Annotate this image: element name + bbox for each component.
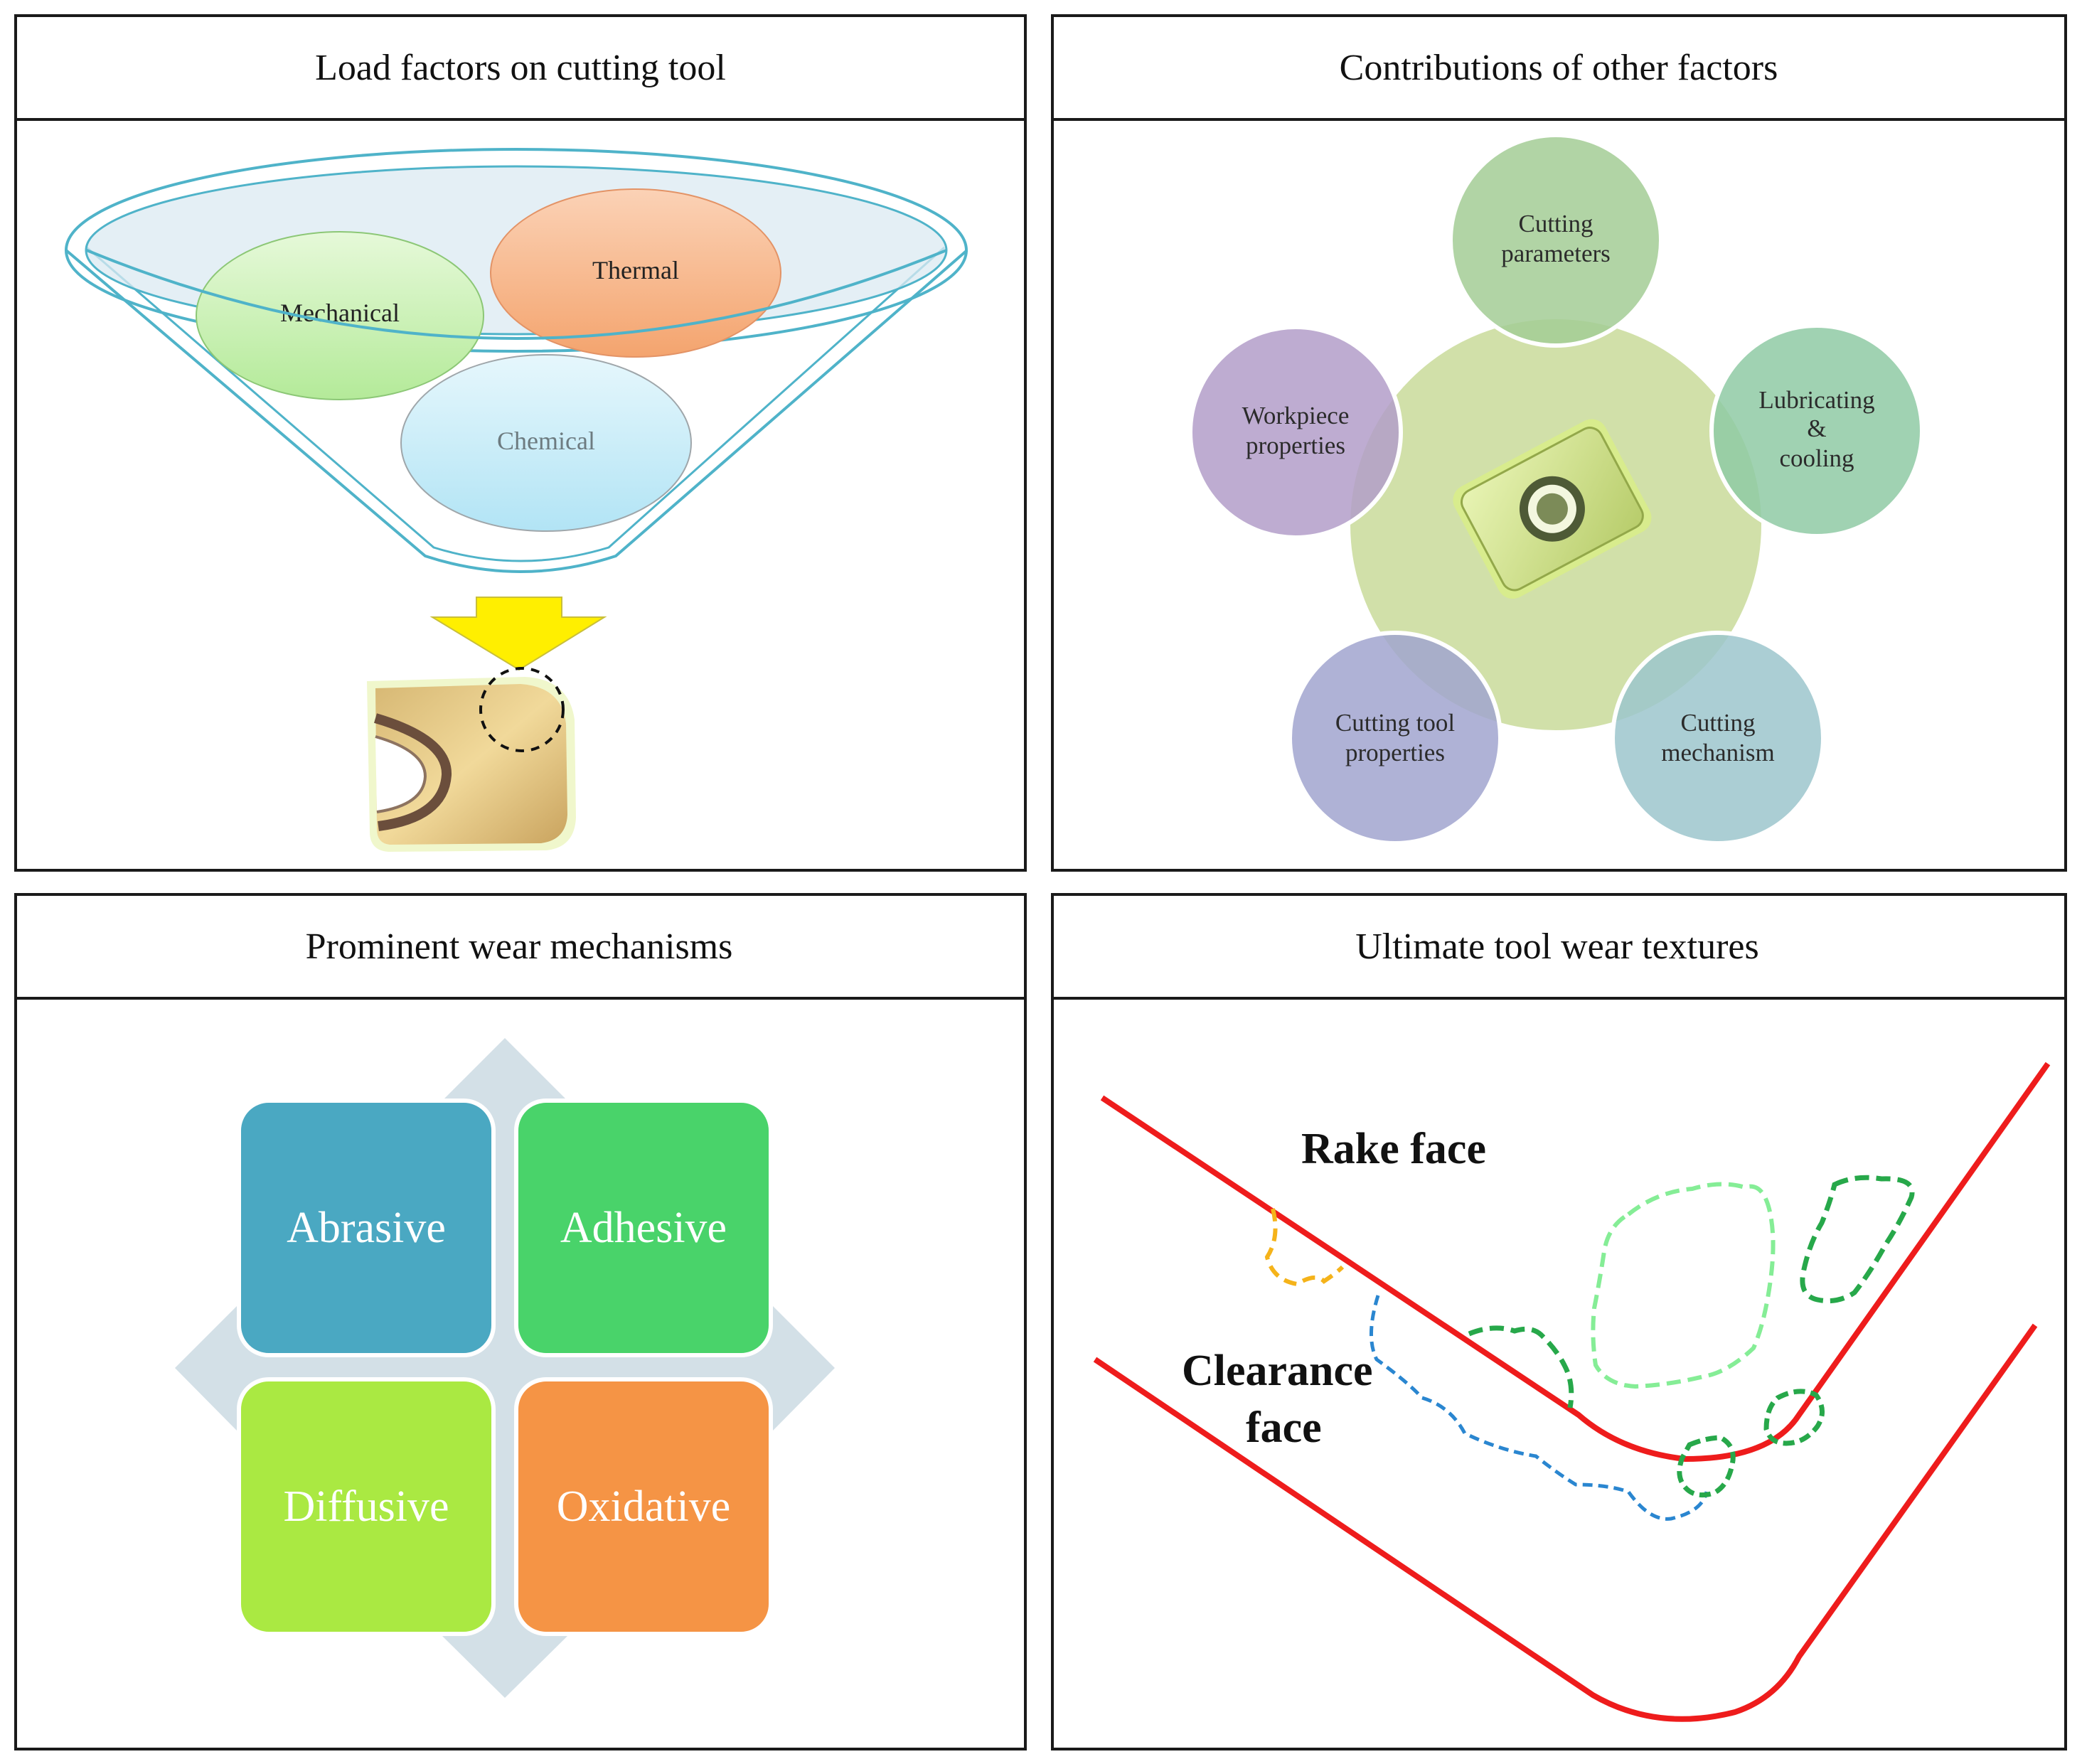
- circle-cutting-mechanism: Cutting mechanism: [1611, 631, 1825, 845]
- tile-label: Abrasive: [287, 1204, 446, 1252]
- panel-title: Prominent wear mechanisms: [306, 926, 733, 967]
- panel-contributions: Contributions of other factors Cutting p…: [1051, 14, 2067, 872]
- circle-cutting-parameters: Cutting parameters: [1448, 133, 1663, 348]
- wear-region-green-4: [1763, 1389, 1825, 1446]
- chemical-label: Chemical: [497, 427, 595, 455]
- cutting-insert-image: [367, 667, 576, 852]
- tile-abrasive: Abrasive: [237, 1099, 496, 1357]
- circle-label-line-1: Workpiece: [1242, 402, 1350, 429]
- tile-label: Oxidative: [557, 1482, 731, 1531]
- circle-label-line-1: Cutting: [1680, 709, 1755, 737]
- rake-face-line: [1100, 1062, 2051, 1463]
- tile-oxidative: Oxidative: [514, 1377, 773, 1636]
- circle-label-line-1: Cutting tool: [1335, 709, 1455, 737]
- circle-label-line-2: mechanism: [1661, 739, 1774, 766]
- tile-adhesive: Adhesive: [514, 1099, 773, 1357]
- circle-label-line-3: cooling: [1780, 444, 1854, 472]
- thermal-load-ellipse: Thermal: [490, 188, 781, 358]
- cutting-insert-image: [1453, 419, 1652, 599]
- down-arrow-icon: [429, 597, 607, 671]
- circle-label-line-1: Lubricating: [1758, 386, 1874, 414]
- panel-wear-textures: Ultimate tool wear textures Rake face Cl…: [1051, 893, 2067, 1750]
- tile-diffusive: Diffusive: [237, 1377, 496, 1636]
- circle-label-line-2: parameters: [1501, 240, 1611, 267]
- circle-label-line-2: properties: [1246, 432, 1345, 459]
- tile-label: Adhesive: [560, 1204, 727, 1252]
- mechanical-load-ellipse: Mechanical: [196, 231, 484, 400]
- wear-region-blue: [1370, 1295, 1709, 1521]
- wear-region-green-2: [1800, 1175, 1915, 1304]
- panel-title: Ultimate tool wear textures: [1355, 926, 1758, 967]
- clearance-face-label-line-1: Clearance: [1182, 1347, 1373, 1395]
- circle-workpiece-properties: Workpiece properties: [1188, 325, 1403, 540]
- panel-title: Load factors on cutting tool: [315, 48, 726, 88]
- circle-label-line-1: Cutting: [1518, 210, 1593, 237]
- clearance-face-line: [1093, 1323, 2038, 1722]
- circle-cutting-tool-properties: Cutting tool properties: [1288, 631, 1502, 845]
- wear-region-orange: [1264, 1208, 1345, 1287]
- funnel-rim-front: [86, 249, 947, 340]
- panel-frame: [1051, 893, 2067, 1750]
- circle-label-line-2: &: [1807, 415, 1826, 442]
- panel-title: Contributions of other factors: [1340, 48, 1778, 88]
- clearance-face-label-line-2: face: [1246, 1404, 1322, 1452]
- chemical-load-ellipse: Chemical: [400, 354, 692, 532]
- rake-face-label: Rake face: [1301, 1125, 1486, 1173]
- wear-region-green-1: [1468, 1325, 1574, 1408]
- panel-load-factors: Load factors on cutting tool Mechanical …: [14, 14, 1027, 872]
- panel-wear-mechanisms: Prominent wear mechanisms Abrasive Adhes…: [14, 893, 1027, 1750]
- tile-label: Diffusive: [283, 1482, 449, 1531]
- wear-region-light-green: [1591, 1182, 1776, 1389]
- dashed-circle-marker: [479, 667, 565, 752]
- circle-label-line-2: properties: [1345, 739, 1445, 766]
- circle-lubricating-cooling: Lubricating & cooling: [1709, 324, 1924, 538]
- thermal-label: Thermal: [592, 256, 679, 284]
